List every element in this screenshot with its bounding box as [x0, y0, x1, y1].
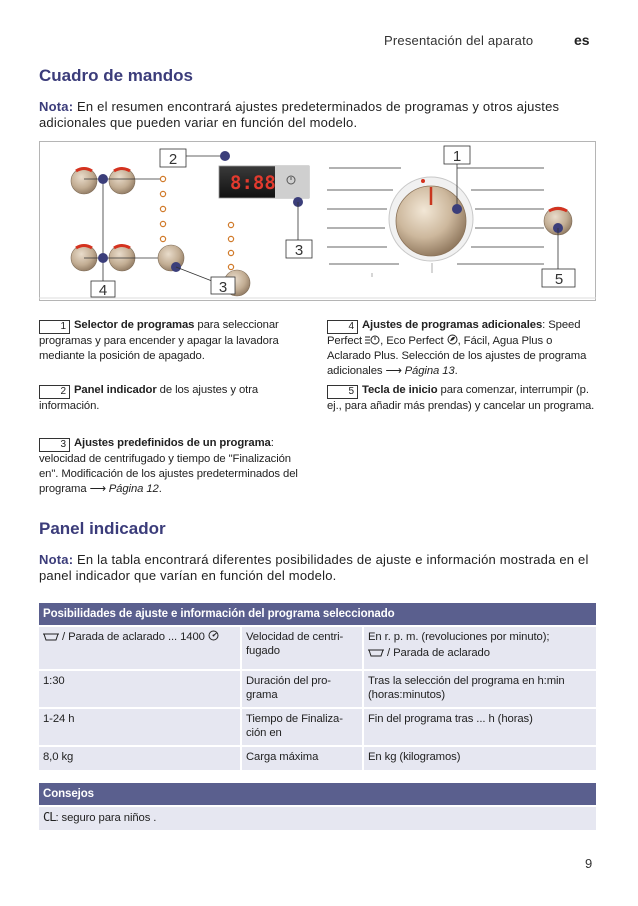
legend-item-3: 3 Ajustes predefinidos de un programa: ve… — [39, 437, 298, 495]
control-panel-title: Cuadro de mandos — [39, 66, 193, 85]
display-panel-note: Nota: En la tabla encontrará diferentes … — [39, 552, 599, 584]
legend-text: para seleccionar programas y para encend… — [39, 319, 279, 362]
header-language: es — [574, 32, 590, 48]
table-row: 1:30 Duración del pro-grama Tras la sele… — [39, 669, 596, 708]
child-lock-code: CL — [43, 810, 56, 824]
legend-text: : velocidad de centrifugado y tiempo de … — [39, 437, 298, 495]
tips-table: Consejos CL: seguro para niños . — [39, 783, 596, 830]
legend-title: Tecla de inicio — [362, 384, 438, 396]
note-label: Nota: — [39, 552, 74, 567]
eco-perfect-icon — [447, 334, 458, 345]
callout-2: 2 — [169, 151, 177, 168]
table-row: / Parada de aclarado ... 1400 Velocidad … — [39, 625, 596, 670]
legend-num: 1 — [39, 320, 70, 334]
page-number: 9 — [585, 856, 593, 871]
legend-num: 2 — [39, 385, 70, 399]
callout-1: 1 — [453, 148, 461, 165]
callout-5: 5 — [555, 271, 563, 288]
control-panel-note: Nota: En el resumen encontrará ajustes p… — [39, 99, 599, 131]
panel-frame — [39, 141, 596, 301]
legend-num: 5 — [327, 385, 358, 399]
header-section-title: Presentación del aparato — [384, 33, 534, 48]
arrow-glyph: ⟶ — [89, 483, 106, 495]
table-row: 1-24 h Tiempo de Finaliza-ción en Fin de… — [39, 707, 596, 746]
legend-text: para comenzar, interrumpir (p. ej., para… — [327, 384, 595, 412]
program-selector-knob — [395, 185, 467, 257]
arrow-glyph: ⟶ — [385, 365, 402, 377]
table-header: Posibilidades de ajuste e información de… — [39, 603, 596, 626]
legend-text: de los ajustes y otra información. — [39, 384, 259, 412]
legend-item-2: 2 Panel indicador de los ajustes y otra i… — [39, 383, 301, 414]
legend-num: 3 — [39, 438, 70, 452]
page-ref: Página 13 — [404, 365, 455, 377]
legend-item-1: 1 Selector de programas para seleccionar … — [39, 318, 301, 364]
rinse-hold-icon — [368, 649, 384, 657]
display-digits: 8:88 — [230, 172, 276, 194]
page-ref: Página 12 — [108, 483, 159, 495]
rinse-hold-icon — [43, 633, 59, 641]
spin-icon — [208, 630, 219, 641]
settings-table: Posibilidades de ajuste e información de… — [39, 603, 596, 770]
legend-title: Panel indicador — [74, 384, 157, 396]
legend-title: Ajustes de programas adicionales — [362, 319, 543, 331]
note-text: En la tabla encontrará diferentes posibi… — [39, 552, 589, 583]
display-panel-title: Panel indicador — [39, 519, 166, 538]
legend-num: 4 — [327, 320, 358, 334]
legend-title: Selector de programas — [74, 319, 195, 331]
tips-row: CL: seguro para niños . — [39, 805, 596, 830]
control-panel-diagram: 4 3 8:88 2 3 1 — [39, 141, 596, 301]
callout-3b: 3 — [295, 242, 303, 259]
callout-3a: 3 — [219, 279, 227, 296]
legend-item-5: 5 Tecla de inicio para comenzar, interrum… — [327, 383, 597, 414]
tips-header: Consejos — [39, 783, 596, 806]
speed-perfect-icon — [365, 335, 380, 345]
note-text: En el resumen encontrará ajustes predete… — [39, 99, 560, 130]
table-row: 8,0 kg Carga máxima En kg (kilogramos) — [39, 745, 596, 770]
note-label: Nota: — [39, 99, 74, 114]
legend-title: Ajustes predefinidos de un programa — [74, 437, 271, 449]
callout-4: 4 — [99, 282, 107, 299]
